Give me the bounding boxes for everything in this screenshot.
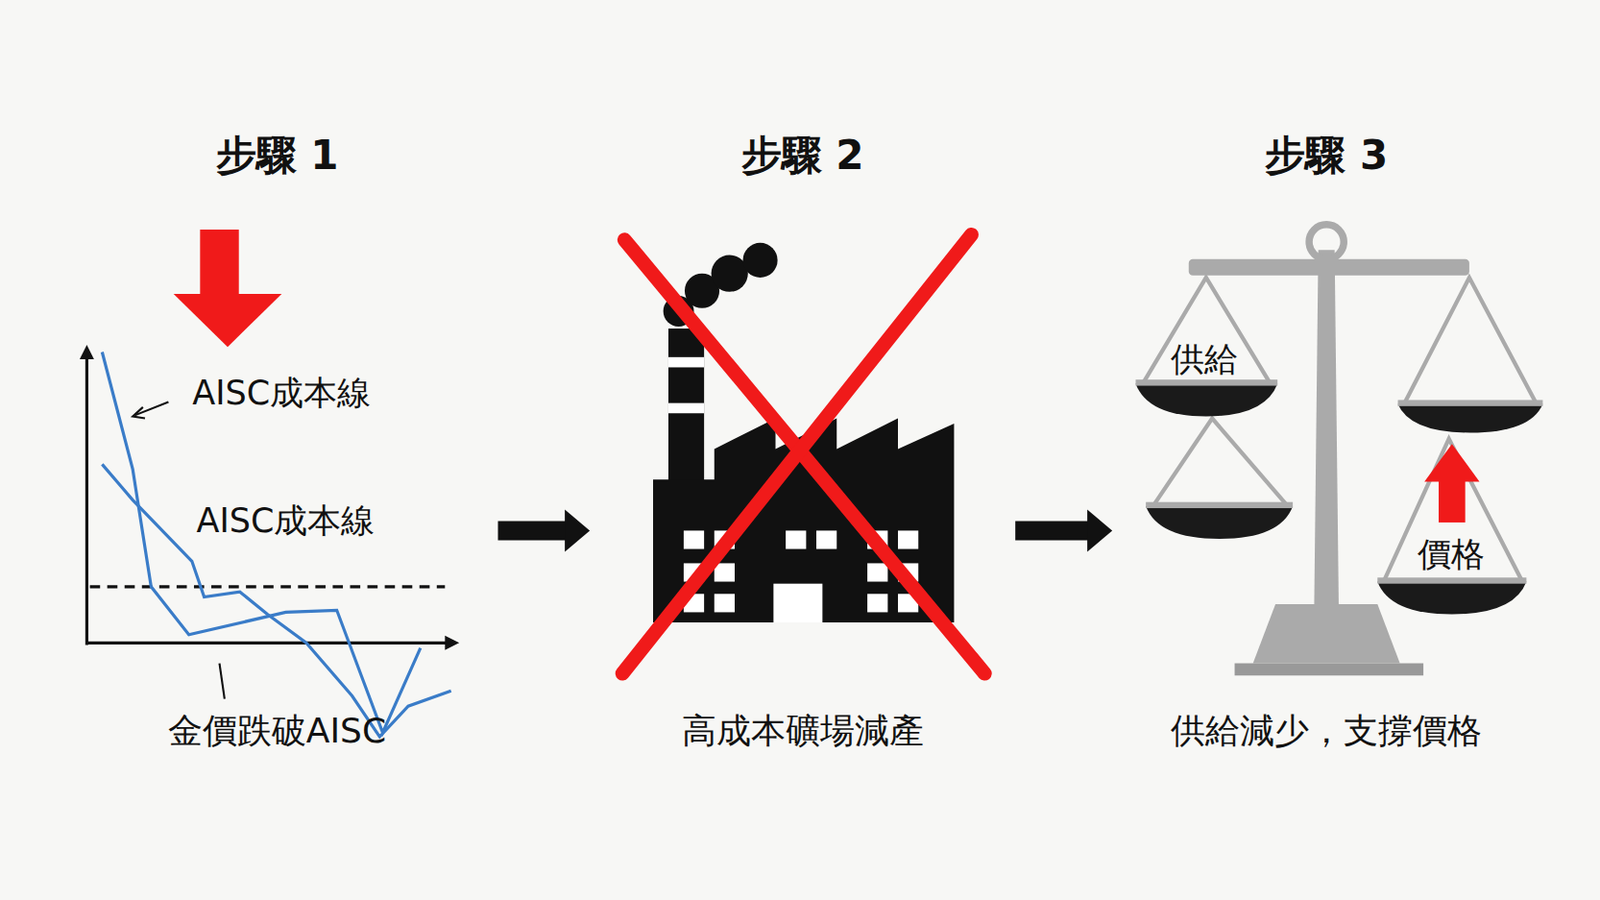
- step-heading: 步驟 2: [589, 128, 1016, 183]
- chart-label: AISC成本線: [192, 370, 371, 416]
- step-heading: 步驟 1: [55, 128, 498, 183]
- chart-label: AISC成本線: [196, 497, 376, 543]
- chart-label: 供給: [1170, 337, 1238, 383]
- step-panel: 步驟 1 金價跌破AISC: [55, 112, 498, 776]
- price-chart: [79, 229, 460, 737]
- step-caption: 金價跌破AISC: [55, 707, 498, 755]
- balance-scale: [1136, 224, 1544, 677]
- step-panel: 步驟 3 供給減少，支撐價格: [1112, 112, 1541, 776]
- flow-arrow: [1015, 509, 1113, 553]
- step-caption: 高成本礦場減產: [589, 707, 1016, 755]
- chart-label: 價格: [1417, 531, 1485, 577]
- factory-icon: [622, 234, 985, 674]
- step-panel: 步驟 2 高成本礦場減產: [589, 112, 1016, 776]
- step-caption: 供給減少，支撐價格: [1112, 707, 1541, 755]
- step-heading: 步驟 3: [1112, 128, 1541, 183]
- flow-arrow: [498, 509, 591, 553]
